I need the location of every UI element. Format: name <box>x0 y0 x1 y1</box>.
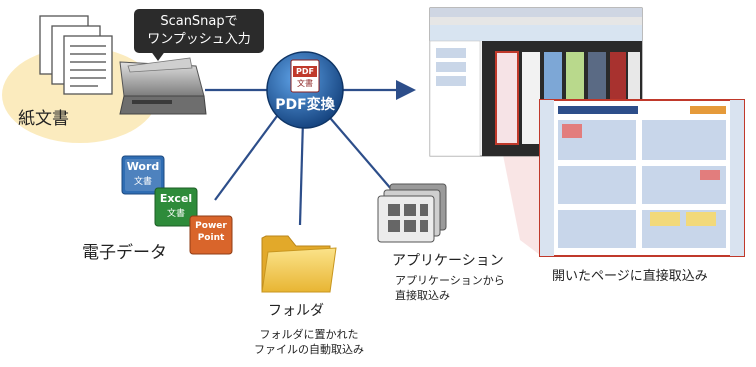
viewer-caption: 開いたページに直接取込み <box>552 269 708 284</box>
word-icon <box>121 155 165 195</box>
folder-description-line-2: ファイルの自動取込み <box>254 343 364 356</box>
connector-lines <box>205 88 400 226</box>
hub-pdf-icon-text: PDF <box>296 67 314 76</box>
connector-hub-folder <box>298 119 305 226</box>
excel-icon-subtext: 文書 <box>166 209 185 219</box>
hub-pdf-icon-subtext: 文書 <box>297 79 313 88</box>
application-description: アプリケーションから 直接取込み <box>395 273 505 303</box>
arrow-to-viewer-icon <box>396 80 416 100</box>
application-description-line-1: アプリケーションから <box>395 274 505 287</box>
pdf-hub <box>266 51 344 129</box>
paper-documents-icon <box>39 15 113 95</box>
powerpoint-icon <box>189 215 233 255</box>
folder-icon <box>261 235 337 293</box>
folder-label: フォルダ <box>268 303 324 319</box>
folder-description-line-1: フォルダに置かれた <box>259 328 359 341</box>
electronic-data-label: 電子データ <box>82 243 167 263</box>
application-label: アプリケーション <box>392 253 504 269</box>
app-window <box>429 7 643 157</box>
folder-description: フォルダに置かれた ファイルの自動取込み <box>244 327 374 357</box>
word-icon-subtext: 文書 <box>133 177 152 187</box>
scanner-icon <box>119 57 207 115</box>
paper-label: 紙文書 <box>18 109 69 129</box>
callout-line-1: ScanSnapで <box>160 14 238 29</box>
powerpoint-icon-text-1: Power <box>195 221 227 231</box>
word-icon-text: Word <box>126 160 160 173</box>
powerpoint-icon-text-2: Point <box>197 233 225 243</box>
application-icon <box>377 183 447 243</box>
excel-icon-text: Excel <box>159 192 193 205</box>
scansnap-callout: ScanSnapで ワンプッシュ入力 <box>134 9 264 53</box>
connector-hub-office <box>214 111 281 201</box>
hub-label: PDF変換 <box>275 97 335 113</box>
callout-tail <box>150 50 166 61</box>
opened-binder-page <box>539 99 745 257</box>
application-description-line-2: 直接取込み <box>395 289 450 302</box>
excel-icon <box>154 187 198 227</box>
connector-hub-app <box>324 111 393 191</box>
callout-line-2: ワンプッシュ入力 <box>147 32 251 47</box>
